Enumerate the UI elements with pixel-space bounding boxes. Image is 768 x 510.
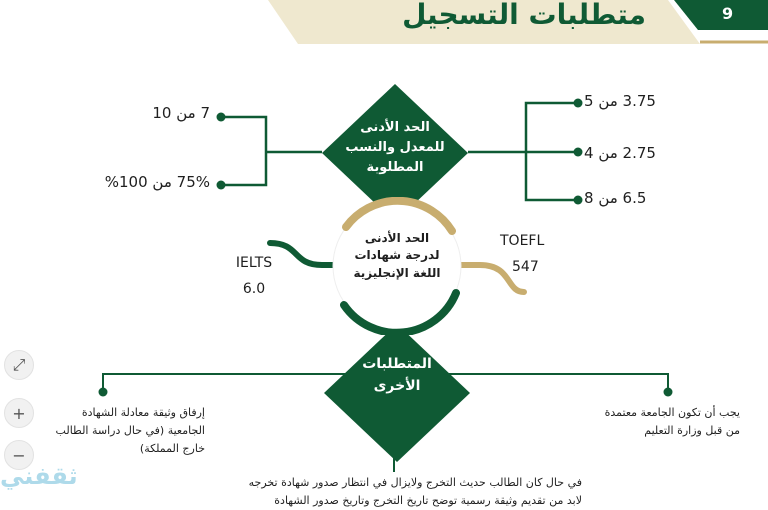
left-requirement: إرفاق وثيقة معادلة الشهادة الجامعية (في … (0, 404, 205, 458)
left-requirement-line-2: الجامعية (في حال دراسة الطالب (55, 424, 205, 437)
right-requirement: يجب أن تكون الجامعة معتمدة من قبل وزارة … (560, 404, 740, 440)
top-diamond-line-2: للمعدل والنسب (345, 140, 445, 156)
bottom-diamond-line-2: الأخرى (373, 377, 421, 394)
bottom-diamond-line-1: المتطلبات (362, 356, 432, 372)
right-bracket (468, 101, 578, 202)
left-bracket (221, 115, 322, 187)
right-dot-3 (573, 195, 583, 205)
plus-icon: + (12, 403, 26, 423)
top-diamond (322, 84, 468, 222)
left-requirement-line-1: إرفاق وثيقة معادلة الشهادة (81, 406, 205, 419)
left-value-1: 7 من 10 (152, 104, 210, 122)
bottom-note-line-1: في حال كان الطالب حديث التخرج ولايزال في… (248, 476, 582, 489)
minus-icon: − (12, 445, 26, 465)
center-circle-line-3: اللغة الإنجليزية (353, 265, 441, 280)
header-banner (268, 0, 768, 44)
center-circle-line-1: الحد الأدنى (364, 231, 430, 245)
top-diamond-line-3: المطلوبة (366, 160, 424, 176)
right-value-3: 6.5 من 8 (584, 189, 647, 207)
header-page-tab (674, 0, 768, 30)
left-dot-1 (216, 112, 226, 122)
ielts-score: 6.0 (242, 281, 266, 297)
ielts-curve (267, 240, 348, 268)
top-diamond-text: الحد الأدنى للمعدل والنسب المطلوبة (320, 118, 470, 178)
toefl-score: 547 (512, 259, 539, 275)
zoom-in-button[interactable]: + (4, 398, 34, 428)
right-requirement-line-1: يجب أن تكون الجامعة معتمدة (604, 406, 740, 419)
center-circle (332, 197, 462, 335)
zoom-out-button[interactable]: − (4, 440, 34, 470)
bottom-right-dot (663, 387, 673, 397)
ielts-label: IELTS (235, 255, 273, 271)
header-beige-band (268, 0, 700, 44)
center-circle-line-2: لدرجة شهادات (354, 248, 440, 263)
page-number: 9 (722, 4, 734, 23)
page-title: متطلبات التسجيل (402, 0, 646, 31)
top-diamond-line-1: الحد الأدنى (360, 120, 430, 135)
watermark-logo: ثقفني (0, 462, 78, 490)
right-value-1: 3.75 من 5 (584, 92, 656, 110)
bottom-left-dot (98, 387, 108, 397)
toefl-curve (447, 262, 527, 295)
bottom-diamond (324, 324, 470, 462)
fit-screen-icon: ⤢ (12, 355, 26, 374)
fit-screen-button[interactable]: ⤢ (4, 350, 34, 380)
left-requirement-line-3: خارج المملكة) (139, 442, 205, 455)
right-dot-2 (573, 147, 583, 157)
bottom-note: في حال كان الطالب حديث التخرج ولايزال في… (200, 474, 582, 510)
bottom-note-line-2: لابد من تقديم وثيقة رسمية توضح تاريخ الت… (274, 494, 582, 507)
right-requirement-line-2: من قبل وزارة التعليم (644, 424, 740, 437)
left-dot-2 (216, 180, 226, 190)
center-circle-text: الحد الأدنى لدرجة شهادات اللغة الإنجليزي… (338, 230, 456, 282)
toefl-label: TOEFL (500, 233, 545, 249)
left-value-2: 75% من 100% (104, 173, 210, 191)
right-dot-1 (573, 98, 583, 108)
right-value-2: 2.75 من 4 (584, 144, 656, 162)
bottom-diamond-text: المتطلبات الأخرى (322, 354, 472, 397)
